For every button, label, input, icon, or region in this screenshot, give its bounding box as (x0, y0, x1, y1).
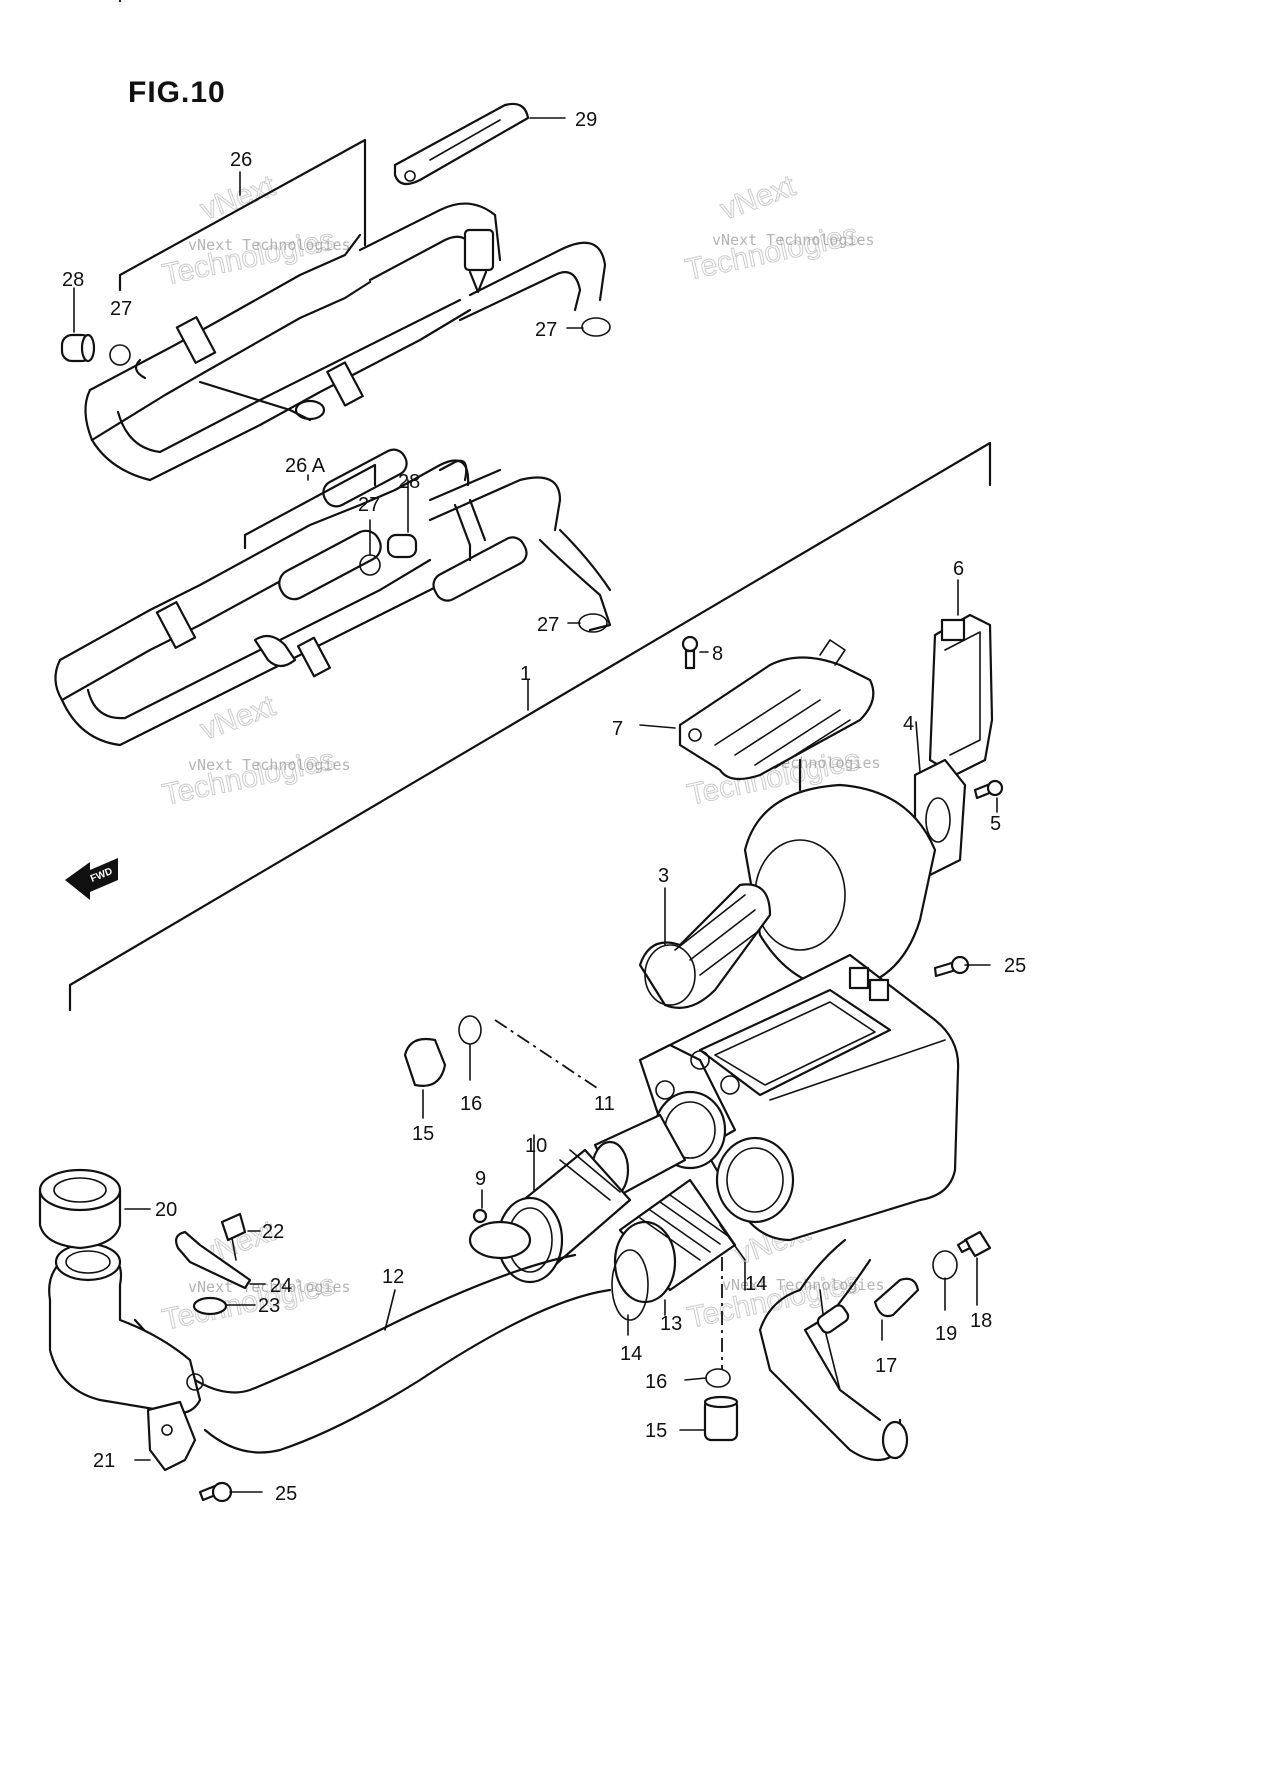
screw-part-8 (681, 635, 699, 670)
hose-assembly-26a (54, 448, 612, 747)
callout-1: 1 (520, 663, 531, 685)
callout-29: 29 (575, 109, 597, 131)
callout-17: 17 (875, 1355, 897, 1377)
callout-14-left: 14 (620, 1343, 642, 1365)
callout-4: 4 (903, 713, 914, 735)
strap-part-29 (393, 102, 530, 186)
svg-text:vNext: vNext (716, 169, 800, 226)
element-cover-part-7 (678, 639, 875, 781)
callout-25-lower: 25 (275, 1483, 297, 1505)
screw-part-9 (472, 1208, 488, 1224)
hose-part-17 (873, 1277, 920, 1318)
callout-27-right: 27 (535, 319, 557, 341)
cap-part-28-upper (60, 333, 96, 363)
callout-labels: 29 26 28 27 27 26 A 28 27 27 6 8 1 7 4 5… (62, 109, 1026, 1505)
svg-text:Technologies: Technologies (160, 223, 338, 292)
svg-text:Technologies: Technologies (683, 218, 861, 287)
bolt-part-25-upper (933, 955, 970, 978)
watermark-mid-left: vNext vNext Technologies Technologies (159, 689, 351, 813)
callout-15-upper: 15 (412, 1123, 434, 1145)
callout-10: 10 (525, 1135, 547, 1157)
figure-title: FIG.10 (128, 76, 226, 109)
clip-part-27-upper (109, 344, 131, 366)
callout-21: 21 (93, 1450, 115, 1472)
cap-part-15-lower (703, 1395, 739, 1442)
bracket-26a (243, 463, 377, 550)
bolt-part-22 (220, 1212, 247, 1261)
screw-part-5 (973, 779, 1004, 800)
assembly-bracket-1 (68, 441, 992, 1012)
intake-pipe-part-12 (48, 1242, 612, 1454)
breather-hose (758, 1238, 909, 1462)
svg-text:vNext Technologies: vNext Technologies (188, 1278, 351, 1296)
callout-7: 7 (612, 718, 623, 740)
clamp-part-9-ring (468, 1220, 532, 1260)
callout-19: 19 (935, 1323, 957, 1345)
clamp-part-14-right (719, 1224, 746, 1261)
clamp-part-14-left (611, 1249, 649, 1321)
callout-16-lower: 16 (645, 1371, 667, 1393)
callout-22: 22 (262, 1221, 284, 1243)
callout-6: 6 (953, 558, 964, 580)
callout-28-upper: 28 (62, 269, 84, 291)
watermark-top-right: vNext vNext Technologies Technologies (682, 169, 875, 288)
clip-part-16-lower (705, 1368, 731, 1388)
clip-part-16-upper (458, 1015, 482, 1045)
callout-25-upper: 25 (1004, 955, 1026, 977)
svg-text:vNext: vNext (196, 169, 280, 226)
clip-part-19 (932, 1250, 958, 1280)
bracket-26 (118, 138, 367, 292)
callout-26: 26 (230, 149, 252, 171)
callout-26a: 26 A (285, 455, 326, 477)
cap-part-15-upper (403, 1037, 447, 1087)
callout-13: 13 (660, 1313, 682, 1335)
svg-text:Technologies: Technologies (160, 743, 338, 812)
fwd-arrow-icon: FWD (65, 858, 118, 900)
callout-11: 11 (594, 1093, 615, 1115)
callout-15-lower: 15 (645, 1420, 667, 1442)
bolt-part-25-lower (198, 1481, 233, 1503)
bracket-part-21 (146, 1400, 197, 1472)
filter-cage-part-3 (638, 883, 772, 1009)
dash-line-16-11 (494, 1019, 601, 1091)
intake-duct-part-13 (613, 1178, 737, 1304)
grommet-part-20 (38, 1168, 122, 1250)
callout-23: 23 (258, 1295, 280, 1317)
watermark-top-left: vNext vNext Technologies Technologies (159, 169, 351, 293)
callout-8: 8 (712, 643, 723, 665)
callout-28-lower: 28 (398, 471, 420, 493)
leader-lines (73, 117, 998, 1493)
air-filter-element (743, 758, 937, 992)
nipple-part-18 (956, 1230, 992, 1258)
cover-part-6 (928, 613, 994, 777)
callout-9: 9 (475, 1168, 486, 1190)
svg-text:vNext: vNext (196, 689, 280, 746)
callout-20: 20 (155, 1199, 177, 1221)
callout-27-upper: 27 (110, 298, 132, 320)
callout-18: 18 (970, 1310, 992, 1332)
callout-3: 3 (658, 865, 669, 887)
callout-16-upper: 16 (460, 1093, 482, 1115)
callout-27-lower-right: 27 (537, 614, 559, 636)
watermark-bottom-left: vNext vNext Technologies Technologies (159, 1214, 351, 1338)
svg-text:vNext Technologies: vNext Technologies (712, 231, 875, 249)
hose-assembly-26 (84, 0, 607, 482)
svg-text:vNext Technologies: vNext Technologies (188, 756, 351, 774)
callout-14-right: 14 (745, 1273, 767, 1295)
washer-part-23 (192, 1296, 228, 1316)
callout-12: 12 (382, 1266, 404, 1288)
callout-5: 5 (990, 813, 1001, 835)
callout-27-lower-left: 27 (358, 494, 380, 516)
svg-text:vNext Technologies: vNext Technologies (188, 236, 351, 254)
clip-part-27-right (581, 317, 611, 337)
bracket-part-24 (175, 1230, 252, 1290)
cap-part-28-lower (386, 533, 418, 559)
callout-24: 24 (270, 1275, 292, 1297)
